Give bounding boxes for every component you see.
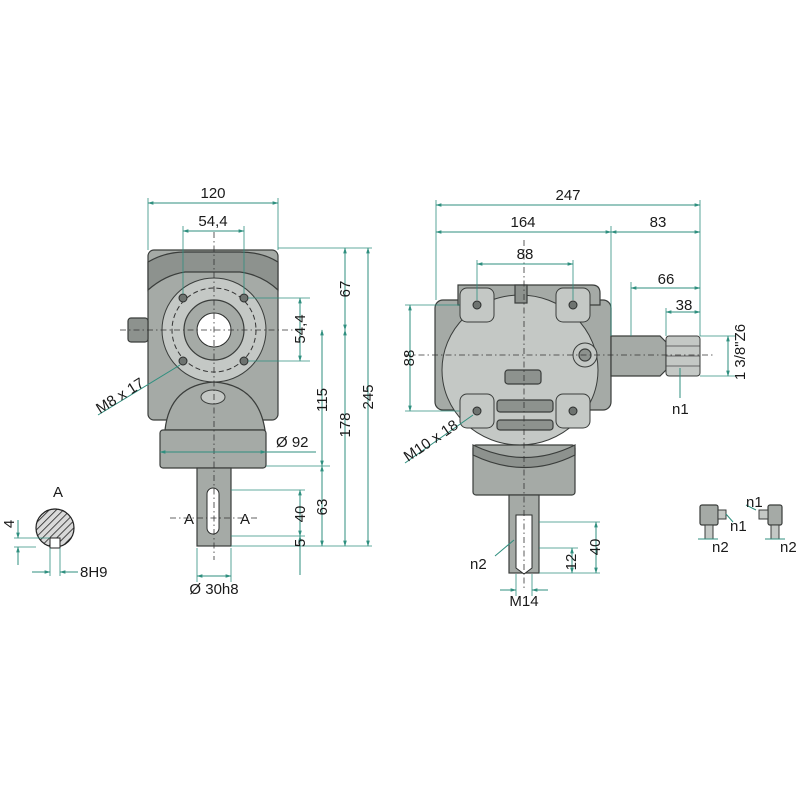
side-view: 247 164 83 88 66 38 88 1 3/8"Z6 n1 — [401, 187, 749, 610]
dim-section-key-depth: 4 — [1, 520, 18, 528]
rotation-1-output: n2 — [712, 539, 729, 556]
oil-plug — [200, 389, 226, 405]
dim-front-overall-to-shaft: 178 — [337, 412, 354, 437]
keyway — [206, 487, 220, 535]
section-mark-left: A — [184, 511, 194, 528]
section-a: A 4 8H9 — [1, 484, 108, 581]
dim-side-output-thread: M14 — [509, 593, 538, 610]
front-housing-top — [147, 251, 279, 292]
dim-side-overall-length: 247 — [555, 187, 580, 204]
bolt-hole — [239, 356, 249, 366]
dim-side-bolt-spacing-x: 88 — [517, 246, 534, 263]
bolt-hole — [178, 293, 188, 303]
dim-front-key-length: 40 — [292, 506, 309, 523]
dim-front-shaft-diameter: Ø 30h8 — [189, 581, 238, 598]
side-bolt-hole — [568, 406, 578, 416]
rotation-1-input: n1 — [730, 518, 747, 535]
front-thread-label: M8 x 17 — [93, 375, 147, 418]
rotation-2-output: n2 — [780, 539, 797, 556]
dim-front-shaft-length: 63 — [314, 499, 331, 516]
input-shaft — [610, 335, 667, 377]
cover-rib — [496, 399, 554, 413]
dim-front-shaft-height: 115 — [314, 388, 331, 412]
dim-side-bolt-spacing-y: 88 — [401, 350, 418, 367]
side-bolt-hole — [472, 300, 482, 310]
dim-front-top-height: 67 — [337, 281, 354, 298]
dim-front-bolt-spacing: 54,4 — [198, 213, 227, 230]
front-base — [159, 429, 267, 469]
dim-side-shaft-extension: 66 — [658, 271, 675, 288]
dim-front-bore-spacing: 54,4 — [292, 314, 309, 343]
dim-side-output-tip: 12 — [563, 554, 580, 571]
side-base-neck — [472, 444, 576, 468]
side-thread-label: M10 x 18 — [401, 417, 462, 466]
rotation-icon-1: n1 n2 — [698, 504, 747, 556]
top-slot — [514, 284, 528, 304]
rotation-icon-2: n1 n2 — [745, 494, 797, 556]
spline-spec: 1 3/8"Z6 — [732, 324, 749, 380]
output-thread-hole — [515, 514, 533, 575]
bolt-hole — [239, 293, 249, 303]
output-label: n2 — [470, 556, 487, 573]
dim-side-spline-length: 38 — [676, 297, 693, 314]
dim-front-overall-height: 245 — [360, 384, 377, 409]
dim-front-width: 120 — [200, 185, 225, 202]
dim-front-key-offset: 5 — [292, 539, 309, 547]
dim-side-body-length: 164 — [510, 214, 535, 231]
section-mark-right: A — [240, 511, 250, 528]
dim-front-flange-diameter: Ø 92 — [276, 434, 309, 451]
dim-side-output-length: 40 — [587, 539, 604, 556]
input-label: n1 — [672, 401, 689, 418]
side-bolt-hole — [472, 406, 482, 416]
bolt-hole — [178, 356, 188, 366]
dim-section-key-width: 8H9 — [80, 564, 108, 581]
side-bolt-hole — [568, 300, 578, 310]
cover-rib — [496, 419, 554, 431]
front-view: 120 54,4 67 54,4 115 178 245 63 40 — [93, 185, 377, 598]
cover-rib — [504, 369, 542, 385]
section-title: A — [53, 484, 63, 501]
section-key — [49, 537, 61, 549]
dim-side-input-length: 83 — [650, 214, 667, 231]
rotation-2-input: n1 — [746, 494, 763, 511]
